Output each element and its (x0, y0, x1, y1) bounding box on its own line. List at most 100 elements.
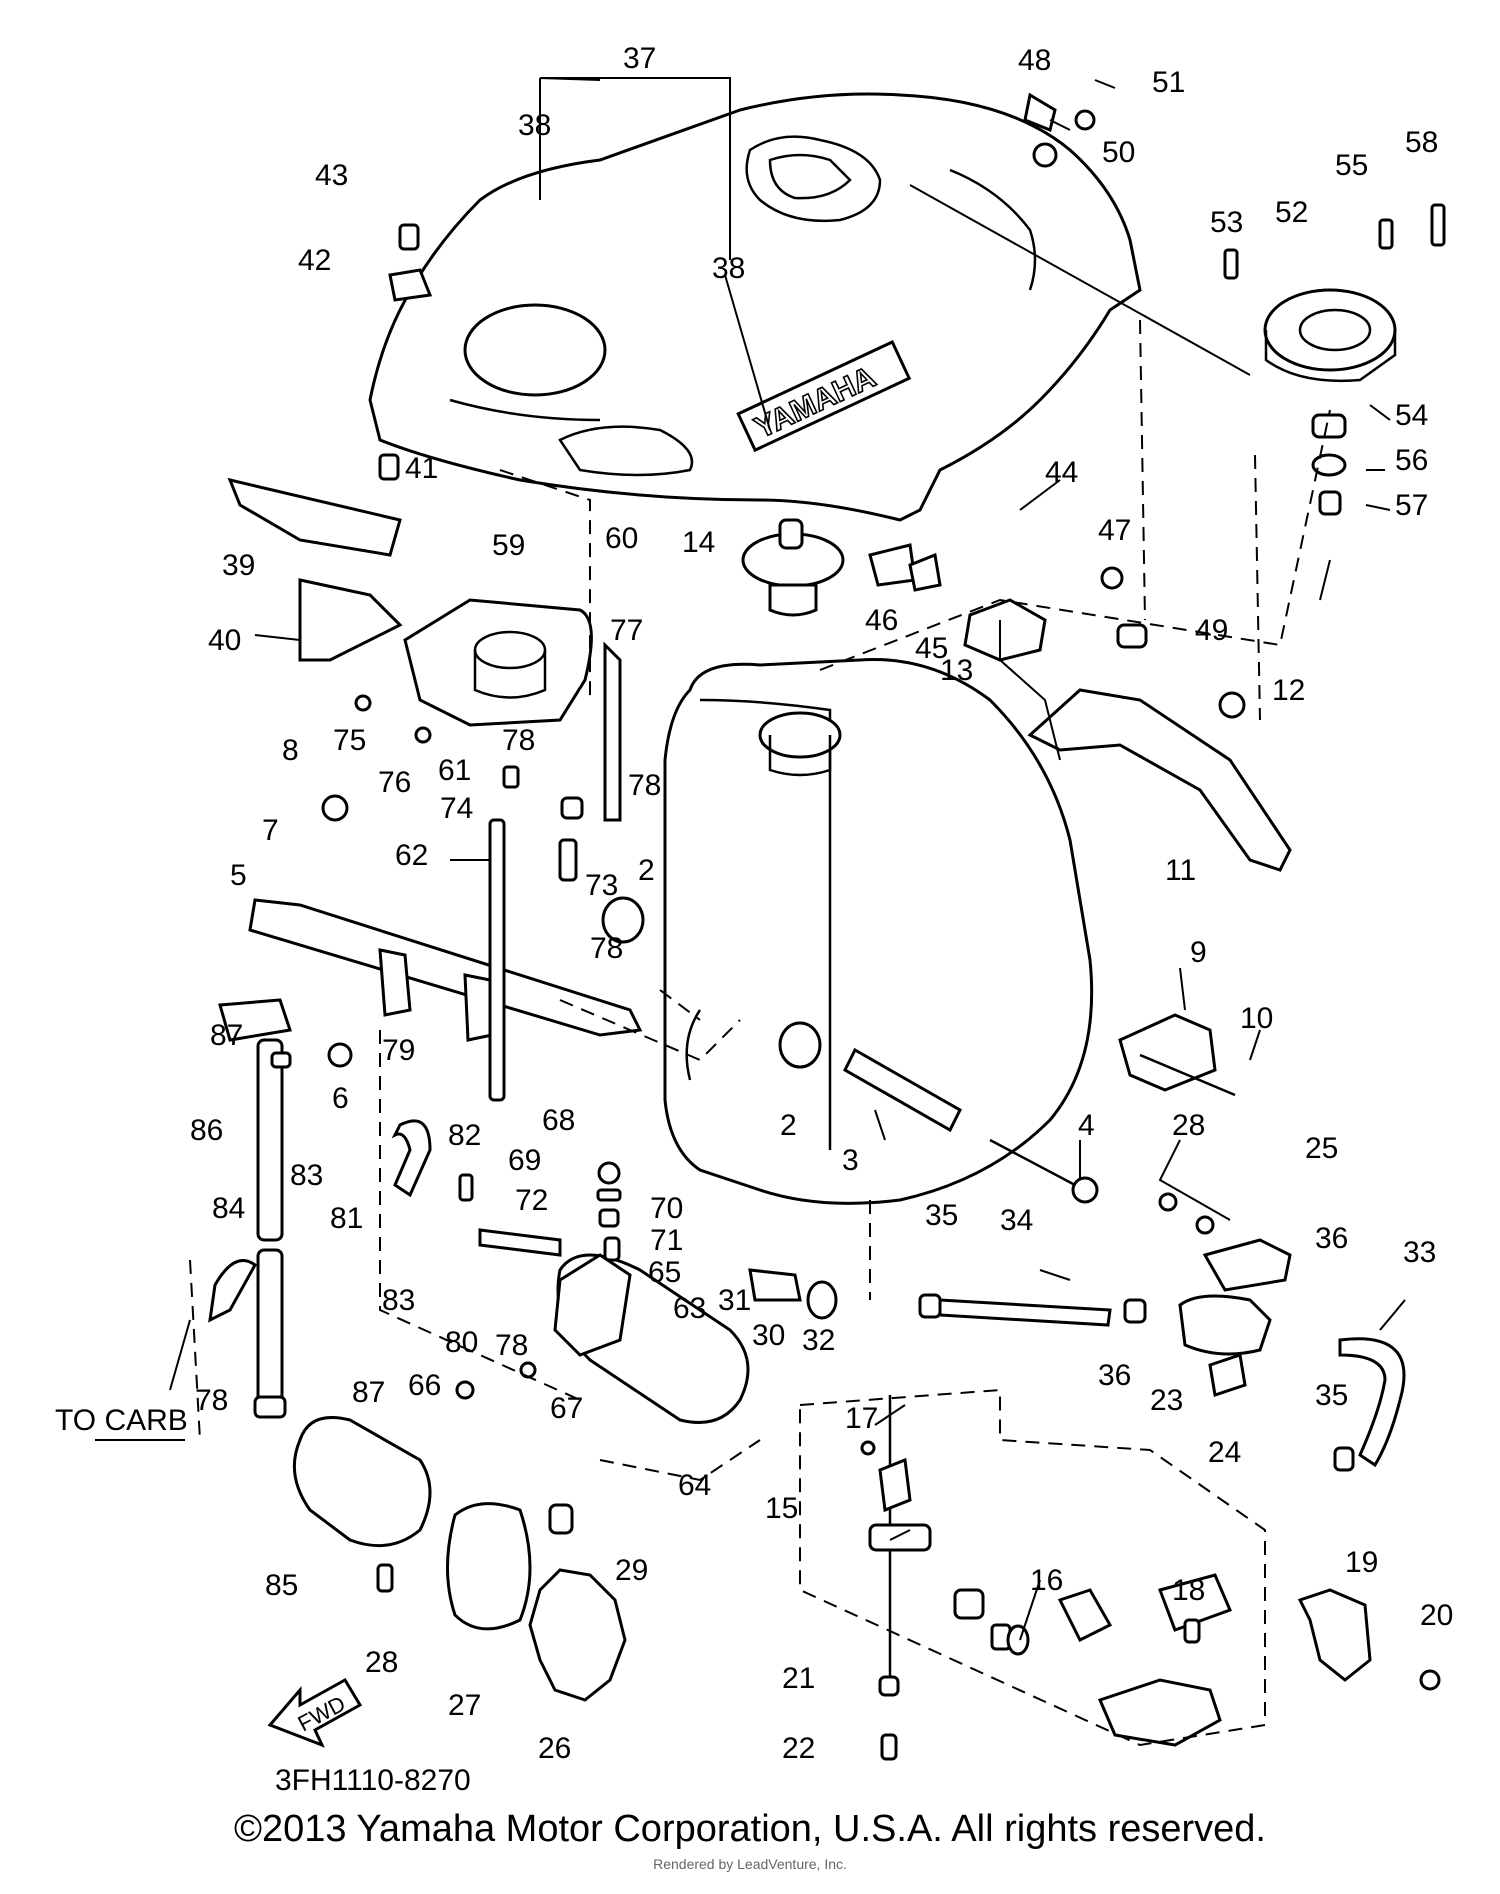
callout-66: 66 (408, 1369, 441, 1402)
fastener-stack-54-56-57 (1311, 413, 1347, 516)
rear-bracket (1027, 688, 1292, 872)
callout-44: 44 (1045, 456, 1078, 489)
callout-45: 45 (915, 632, 948, 665)
callout-59: 59 (492, 529, 525, 562)
fuel-cap-ring (1263, 288, 1397, 383)
callout-80: 80 (445, 1326, 478, 1359)
callout-22: 22 (782, 1732, 815, 1765)
callout-78: 78 (195, 1384, 228, 1417)
mount-39 (227, 477, 402, 557)
callout-17: 17 (845, 1402, 878, 1435)
callout-49: 49 (1195, 614, 1228, 647)
callout-85: 85 (265, 1569, 298, 1602)
callout-77: 77 (610, 614, 643, 647)
diagram-code: 3FH1110-8270 (275, 1764, 471, 1797)
callout-33: 33 (1403, 1236, 1436, 1269)
callout-16: 16 (1030, 1564, 1063, 1597)
callout-82: 82 (448, 1119, 481, 1152)
callout-13: 13 (940, 654, 973, 687)
callout-28: 28 (365, 1646, 398, 1679)
callout-62: 62 (395, 839, 428, 872)
rubber-9 (1118, 1013, 1236, 1097)
callout-3: 3 (842, 1144, 859, 1177)
callout-labels: 37 38 38 48 51 50 43 42 58 55 53 52 54 5… (190, 42, 1453, 1765)
callout-38: 38 (712, 252, 745, 285)
callout-21: 21 (782, 1662, 815, 1695)
clamp-13 (963, 598, 1047, 662)
callout-28: 28 (1172, 1109, 1205, 1142)
hoses (208, 641, 1406, 1468)
callout-78: 78 (495, 1329, 528, 1362)
callout-47: 47 (1098, 514, 1131, 547)
callout-36: 36 (1315, 1222, 1348, 1255)
callout-37: 37 (623, 42, 656, 75)
callout-50: 50 (1102, 136, 1135, 169)
callout-51: 51 (1152, 66, 1185, 99)
callout-84: 84 (212, 1192, 245, 1225)
callout-14: 14 (682, 526, 715, 559)
callout-87: 87 (210, 1019, 243, 1052)
callout-24: 24 (1208, 1436, 1241, 1469)
callout-87: 87 (352, 1376, 385, 1409)
callout-6: 6 (332, 1082, 349, 1115)
callout-72: 72 (515, 1184, 548, 1217)
callout-42: 42 (298, 244, 331, 277)
callout-41: 41 (405, 452, 438, 485)
bolt-4 (989, 1138, 1099, 1204)
callout-83: 83 (382, 1284, 415, 1317)
render-credit: Rendered by LeadVenture, Inc. (653, 1856, 847, 1872)
callout-74: 74 (440, 792, 473, 825)
callout-25: 25 (1305, 1132, 1338, 1165)
callout-78: 78 (502, 724, 535, 757)
pump-85 (292, 1416, 432, 1548)
callout-64: 64 (678, 1469, 711, 1502)
callout-10: 10 (1240, 1002, 1273, 1035)
callout-5: 5 (230, 859, 247, 892)
fuel-tank (663, 658, 1094, 1205)
assembly-lines (189, 319, 1331, 1747)
fuel-filter-23 (1178, 1294, 1272, 1356)
callout-86: 86 (190, 1114, 223, 1147)
bracket-25 (1202, 1238, 1292, 1292)
callout-29: 29 (615, 1554, 648, 1587)
callout-23: 23 (1150, 1384, 1183, 1417)
pipe-3 (843, 1047, 962, 1133)
valve-19 (1297, 1588, 1372, 1682)
callout-39: 39 (222, 549, 255, 582)
callout-79: 79 (382, 1034, 415, 1067)
callout-75: 75 (333, 724, 366, 757)
callout-31: 31 (718, 1284, 751, 1317)
callout-76: 76 (378, 766, 411, 799)
callout-35: 35 (925, 1199, 958, 1232)
callout-56: 56 (1395, 444, 1428, 477)
callout-27: 27 (448, 1689, 481, 1722)
callout-35: 35 (1315, 1379, 1348, 1412)
small-fasteners (253, 92, 1446, 1761)
callout-8: 8 (282, 734, 299, 767)
callout-15: 15 (765, 1492, 798, 1525)
callout-58: 58 (1405, 126, 1438, 159)
callout-81: 81 (330, 1202, 363, 1235)
callout-60: 60 (605, 522, 638, 555)
callout-40: 40 (208, 624, 241, 657)
callout-26: 26 (538, 1732, 571, 1765)
fuel-cock-15 (868, 1395, 932, 1680)
callout-12: 12 (1272, 674, 1305, 707)
callout-20: 20 (1420, 1599, 1453, 1632)
callout-69: 69 (508, 1144, 541, 1177)
plate-cover (1057, 1573, 1233, 1747)
callout-78: 78 (590, 932, 623, 965)
callout-38: 38 (518, 109, 551, 142)
to-carb-label: TO CARB (55, 1404, 188, 1437)
callout-63: 63 (673, 1292, 706, 1325)
callout-11: 11 (1165, 854, 1196, 887)
callout-32: 32 (802, 1324, 835, 1357)
gear-26 (528, 1568, 627, 1702)
copyright-notice: ©2013 Yamaha Motor Corporation, U.S.A. A… (234, 1808, 1266, 1850)
callout-54: 54 (1395, 399, 1428, 432)
callout-34: 34 (1000, 1204, 1033, 1237)
callout-70: 70 (650, 1192, 683, 1225)
callout-7: 7 (262, 814, 279, 847)
callout-36: 36 (1098, 1359, 1131, 1392)
